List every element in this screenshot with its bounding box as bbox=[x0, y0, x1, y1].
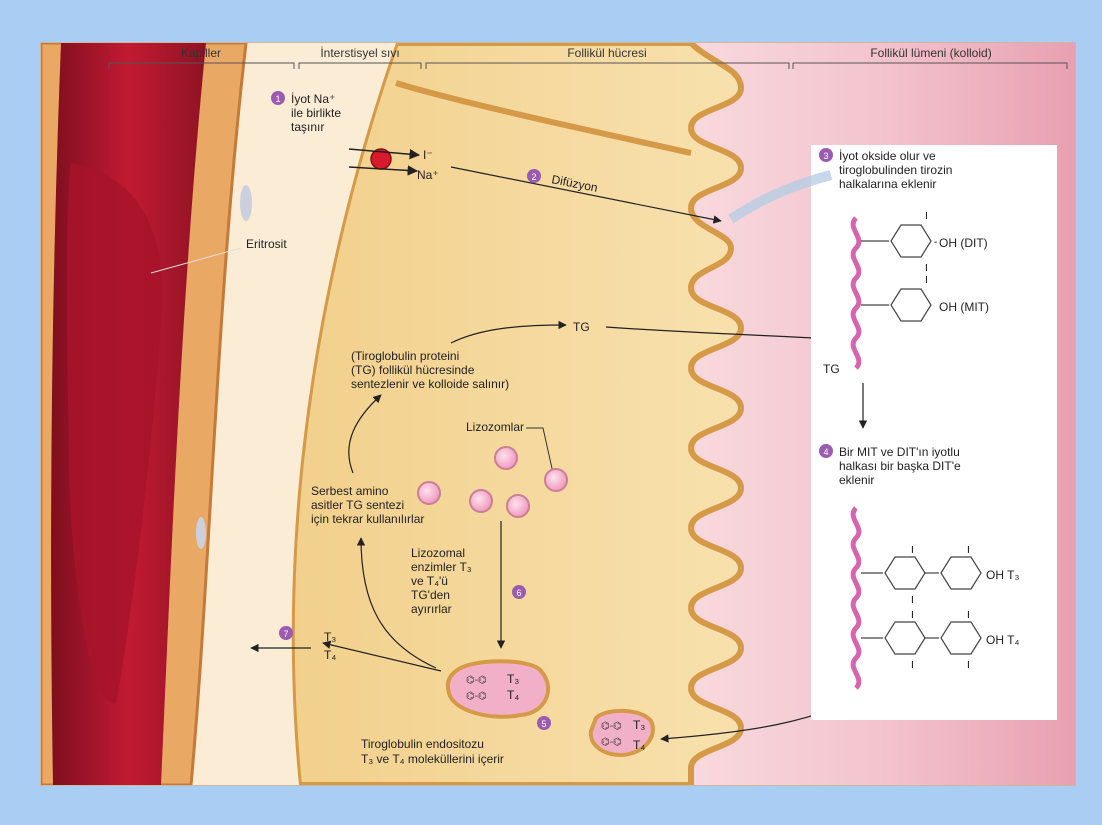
header-lumen: Follikül lümeni (kolloid) bbox=[870, 46, 991, 60]
svg-text:T₃: T₃ bbox=[633, 718, 645, 732]
svg-text:6: 6 bbox=[516, 588, 521, 598]
svg-text:7: 7 bbox=[283, 629, 288, 639]
svg-text:3: 3 bbox=[823, 151, 828, 161]
endothelial-nucleus bbox=[240, 185, 252, 221]
svg-text:İyot okside olur ve: İyot okside olur ve bbox=[839, 149, 936, 163]
header-capillary: Kapiller bbox=[181, 46, 221, 60]
svg-text:I: I bbox=[911, 595, 914, 606]
svg-text:⌬-⌬: ⌬-⌬ bbox=[601, 737, 622, 748]
svg-text:halkası bir başka DIT'e: halkası bir başka DIT'e bbox=[839, 459, 961, 473]
vesicle-t3: T₃ bbox=[507, 672, 519, 686]
svg-text:⌬-⌬: ⌬-⌬ bbox=[601, 721, 622, 732]
svg-text:Bir MIT ve DIT'ın iyotlu: Bir MIT ve DIT'ın iyotlu bbox=[839, 445, 960, 459]
svg-text:I: I bbox=[925, 263, 928, 274]
header-interstitial: İnterstisyel sıvı bbox=[320, 46, 399, 60]
tg-top-label: TG bbox=[573, 320, 590, 334]
svg-text:sentezlenir ve kolloide salını: sentezlenir ve kolloide salınır) bbox=[351, 377, 509, 391]
t4-oh-label: OH T₄ bbox=[986, 633, 1019, 647]
svg-text:asitler TG sentezi: asitler TG sentezi bbox=[311, 498, 404, 512]
svg-text:İyot Na⁺: İyot Na⁺ bbox=[291, 92, 335, 106]
step-3: 3 İyot okside olur ve tiroglobulinden ti… bbox=[819, 148, 952, 191]
eritrosit-label: Eritrosit bbox=[246, 237, 287, 251]
svg-text:Serbest amino: Serbest amino bbox=[311, 484, 389, 498]
thyroid-hormone-diagram: Kapiller İnterstisyel sıvı Follikül hücr… bbox=[41, 43, 1075, 785]
reaction-panel bbox=[811, 145, 1057, 720]
svg-text:tiroglobulinden tirozin: tiroglobulinden tirozin bbox=[839, 163, 952, 177]
svg-text:halkalarına eklenir: halkalarına eklenir bbox=[839, 177, 936, 191]
svg-text:(TG) follikül hücresinde: (TG) follikül hücresinde bbox=[351, 363, 475, 377]
svg-text:⌬-⌬: ⌬-⌬ bbox=[466, 691, 487, 702]
diagram-frame: Kapiller İnterstisyel sıvı Follikül hücr… bbox=[40, 42, 1076, 786]
step-5-line1: Tiroglobulin endositozu bbox=[361, 737, 484, 751]
header-follicle-cell: Follikül hücresi bbox=[567, 46, 646, 60]
svg-text:I: I bbox=[967, 610, 970, 621]
dit-label: OH (DIT) bbox=[939, 236, 988, 250]
svg-text:I: I bbox=[967, 545, 970, 556]
svg-text:Lizozomal: Lizozomal bbox=[411, 546, 465, 560]
svg-text:2: 2 bbox=[531, 172, 536, 182]
svg-text:eklenir: eklenir bbox=[839, 473, 874, 487]
iodide-label: I⁻ bbox=[423, 148, 433, 162]
lizozomlar-label: Lizozomlar bbox=[466, 420, 524, 434]
svg-text:enzimler T₃: enzimler T₃ bbox=[411, 560, 472, 574]
svg-text:(Tiroglobulin proteini: (Tiroglobulin proteini bbox=[351, 349, 459, 363]
svg-text:-: - bbox=[934, 237, 937, 248]
t3-oh-label: OH T₃ bbox=[986, 568, 1019, 582]
mit-label: OH (MIT) bbox=[939, 300, 989, 314]
svg-text:ve T₄'ü: ve T₄'ü bbox=[411, 574, 448, 588]
svg-text:ile birlikte: ile birlikte bbox=[291, 106, 341, 120]
svg-text:I: I bbox=[967, 660, 970, 671]
sodium-label: Na⁺ bbox=[417, 168, 439, 182]
svg-text:taşınır: taşınır bbox=[291, 120, 324, 134]
released-t4: T₄ bbox=[324, 648, 336, 662]
svg-text:T₄: T₄ bbox=[633, 738, 645, 752]
svg-text:1: 1 bbox=[275, 94, 280, 104]
svg-text:4: 4 bbox=[823, 447, 828, 457]
svg-text:I: I bbox=[911, 660, 914, 671]
tg-panel-label: TG bbox=[823, 362, 840, 376]
svg-text:5: 5 bbox=[541, 719, 546, 729]
step-5-line2: T₃ ve T₄ moleküllerini içerir bbox=[361, 752, 504, 766]
svg-text:I: I bbox=[925, 211, 928, 222]
svg-text:ayırırlar: ayırırlar bbox=[411, 602, 452, 616]
svg-text:⌬-⌬: ⌬-⌬ bbox=[466, 675, 487, 686]
svg-text:TG'den: TG'den bbox=[411, 588, 450, 602]
endothelial-nucleus bbox=[196, 517, 206, 549]
released-t3: T₃ bbox=[324, 630, 336, 644]
vesicle-t4: T₄ bbox=[507, 688, 519, 702]
svg-text:I: I bbox=[911, 610, 914, 621]
svg-text:I: I bbox=[911, 545, 914, 556]
svg-text:I: I bbox=[925, 275, 928, 286]
svg-text:için tekrar kullanılırlar: için tekrar kullanılırlar bbox=[311, 512, 424, 526]
